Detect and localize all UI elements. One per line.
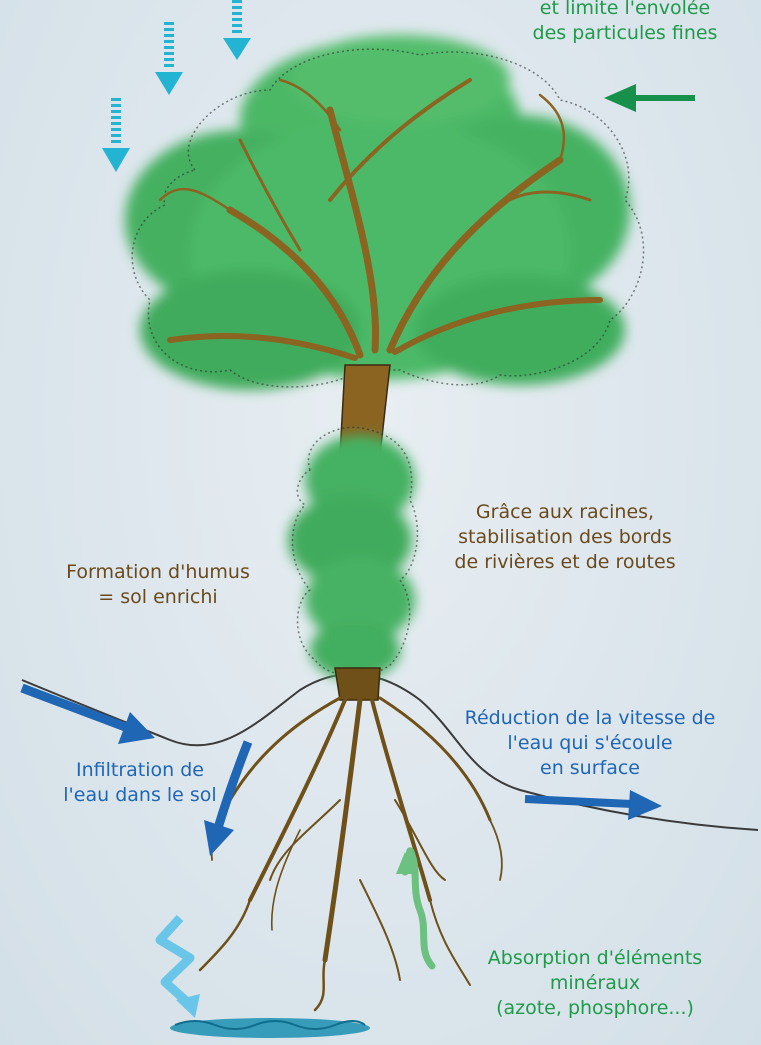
rain-arrow-2 xyxy=(155,22,183,95)
hedge-bush xyxy=(288,435,415,680)
humus-label-line-1: Formation d'humus xyxy=(66,561,250,583)
runoff-label: Réduction de la vitesse de l'eau qui s'é… xyxy=(430,706,750,781)
rain-arrow-1 xyxy=(223,0,251,60)
absorption-label-line-1: Absorption d'éléments xyxy=(487,947,703,969)
infiltration-label-line-1: Infiltration de xyxy=(76,759,204,781)
tree-roots xyxy=(198,696,503,1012)
roots-label-line-2: stabilisation des bords xyxy=(458,526,672,548)
infiltration-arrow xyxy=(204,740,253,856)
wind-label-line-1: et limite l'envolée xyxy=(539,0,711,19)
roots-label: Grâce aux racines, stabilisation des bor… xyxy=(430,500,700,575)
infiltration-label: Infiltration de l'eau dans le sol xyxy=(30,758,250,808)
runoff-label-line-1: Réduction de la vitesse de xyxy=(464,707,716,729)
wind-label-line-2: des particules fines xyxy=(532,22,718,44)
groundwater-puddle xyxy=(170,1018,370,1038)
roots-label-line-1: Grâce aux racines, xyxy=(475,501,655,523)
rain-arrows xyxy=(102,0,251,172)
runoff-arrow-right xyxy=(524,790,662,820)
humus-label-line-2: = sol enrichi xyxy=(98,586,218,608)
absorption-label: Absorption d'éléments minéraux (azote, p… xyxy=(450,946,740,1021)
roots-label-line-3: de rivières et de routes xyxy=(454,551,676,573)
groundwater-arrow xyxy=(155,914,200,1018)
tree-branches xyxy=(158,78,603,361)
runoff-arrow-left xyxy=(20,683,155,744)
wind-label: et limite l'envolée des particules fines xyxy=(500,0,750,46)
absorption-label-line-3: (azote, phosphore...) xyxy=(496,997,694,1019)
infiltration-label-line-2: l'eau dans le sol xyxy=(63,784,217,806)
runoff-label-line-3: en surface xyxy=(540,757,640,779)
rain-arrow-3 xyxy=(102,98,130,172)
wind-arrow xyxy=(604,84,695,112)
absorption-arrow xyxy=(396,847,436,970)
humus-label: Formation d'humus = sol enrichi xyxy=(38,560,278,610)
absorption-label-line-2: minéraux xyxy=(549,972,641,994)
runoff-label-line-2: l'eau qui s'écoule xyxy=(507,732,673,754)
